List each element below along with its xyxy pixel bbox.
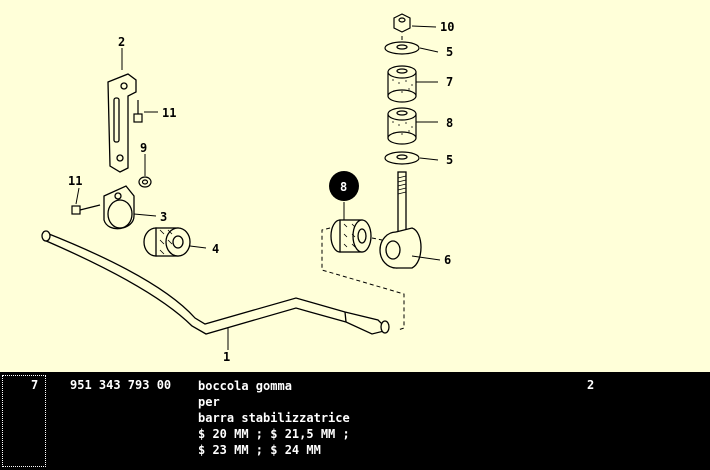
description-line: per bbox=[198, 395, 220, 409]
description-line: barra stabilizzatrice bbox=[198, 411, 350, 425]
nut-10[interactable] bbox=[393, 13, 411, 33]
mounting-bracket[interactable] bbox=[107, 73, 137, 173]
callout-11-upper: 11 bbox=[162, 106, 176, 120]
bushing-7[interactable] bbox=[330, 219, 372, 253]
bushing-4[interactable] bbox=[143, 227, 191, 257]
callout-9: 9 bbox=[140, 141, 147, 155]
callout-5-lower: 5 bbox=[446, 153, 453, 167]
callout-2: 2 bbox=[118, 35, 125, 49]
callout-1: 1 bbox=[223, 350, 230, 364]
callout-3: 3 bbox=[160, 210, 167, 224]
description-line: $ 23 MM ; $ 24 MM bbox=[198, 443, 321, 457]
callout-8-upper: 7 bbox=[446, 75, 453, 89]
callout-5-upper: 5 bbox=[446, 45, 453, 59]
clamp-3[interactable] bbox=[103, 185, 135, 230]
bolt-lower[interactable] bbox=[71, 204, 101, 215]
part-description: boccola gomma per barra stabilizzatrice … bbox=[198, 378, 350, 458]
quantity: 2 bbox=[587, 378, 595, 392]
svg-text:8: 8 bbox=[340, 180, 347, 194]
position-number: 7 bbox=[31, 378, 39, 392]
part-info-panel: 7 951 343 793 00 boccola gomma per barra… bbox=[0, 372, 710, 470]
stabilizer-bar[interactable] bbox=[41, 230, 390, 335]
callout-10: 10 bbox=[440, 20, 454, 34]
position-box bbox=[2, 375, 46, 467]
washer-upper[interactable] bbox=[384, 41, 420, 55]
bolt-upper[interactable] bbox=[133, 100, 143, 123]
part-number: 951 343 793 00 bbox=[70, 378, 172, 392]
rubber-pad-upper[interactable] bbox=[387, 65, 417, 103]
assembly-guides bbox=[321, 36, 405, 331]
callout-7-highlight[interactable]: 8 bbox=[329, 171, 359, 201]
description-line: $ 20 MM ; $ 21,5 MM ; bbox=[198, 427, 350, 441]
callout-8-lower: 8 bbox=[446, 116, 453, 130]
rubber-pad-lower[interactable] bbox=[387, 107, 417, 145]
description-line: boccola gomma bbox=[198, 379, 292, 393]
callout-4: 4 bbox=[212, 242, 219, 256]
callout-11-lower: 11 bbox=[68, 174, 82, 188]
leader-lines bbox=[75, 25, 441, 350]
parts-diagram: 2 10 5 7 8 5 11 9 11 3 4 6 1 8 bbox=[0, 0, 710, 372]
callout-6: 6 bbox=[444, 253, 451, 267]
nut-9[interactable] bbox=[138, 176, 152, 188]
link-rod-6[interactable] bbox=[379, 171, 422, 269]
washer-lower[interactable] bbox=[384, 151, 420, 165]
